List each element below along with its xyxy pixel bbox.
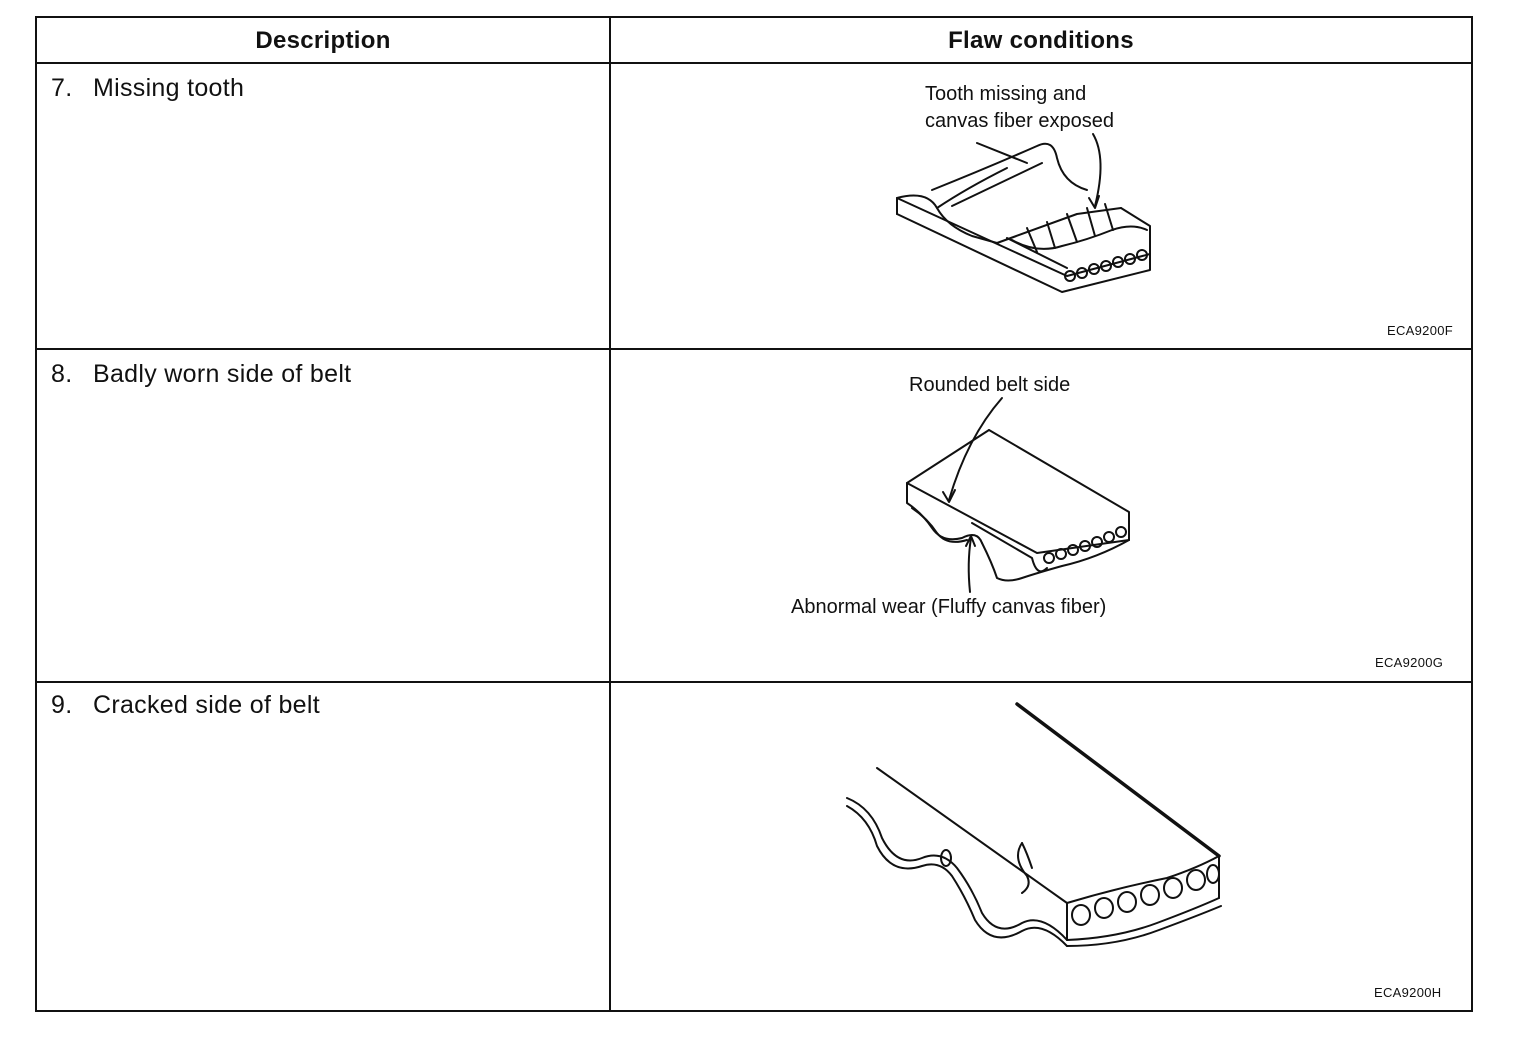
missing-tooth-belt-illustration — [896, 133, 1151, 293]
figure-code: ECA9200G — [1375, 655, 1444, 670]
row-description: 7. Missing tooth — [51, 74, 244, 103]
row-number: 7. — [51, 74, 73, 102]
row-number: 8. — [51, 360, 73, 388]
row-description: 9. Cracked side of belt — [51, 691, 320, 720]
figure-code: ECA9200F — [1387, 323, 1453, 338]
row-description: 8. Badly worn side of belt — [51, 360, 351, 389]
row-divider — [37, 348, 1471, 350]
callout-abnormal-wear: Abnormal wear (Fluffy canvas fiber) — [791, 596, 1107, 618]
callout-tooth-missing: Tooth missing and canvas fiber exposed — [925, 83, 1115, 132]
flaw-table: Description Flaw conditions 7. Missing to… — [35, 16, 1473, 1012]
worn-belt-side-illustration — [906, 397, 1130, 593]
column-divider — [609, 18, 611, 1010]
cracked-belt-side-illustration — [846, 702, 1222, 947]
header-divider — [37, 62, 1471, 64]
row-label: Badly worn side of belt — [93, 360, 352, 388]
figure-code: ECA9200H — [1374, 985, 1442, 1000]
callout-rounded-belt-side: Rounded belt side — [909, 374, 1071, 396]
row-divider — [37, 681, 1471, 683]
column-header-description: Description — [255, 27, 391, 54]
column-header-flaw-conditions: Flaw conditions — [948, 27, 1134, 54]
row-label: Cracked side of belt — [93, 691, 320, 719]
row-label: Missing tooth — [93, 74, 245, 102]
row-number: 9. — [51, 691, 73, 719]
